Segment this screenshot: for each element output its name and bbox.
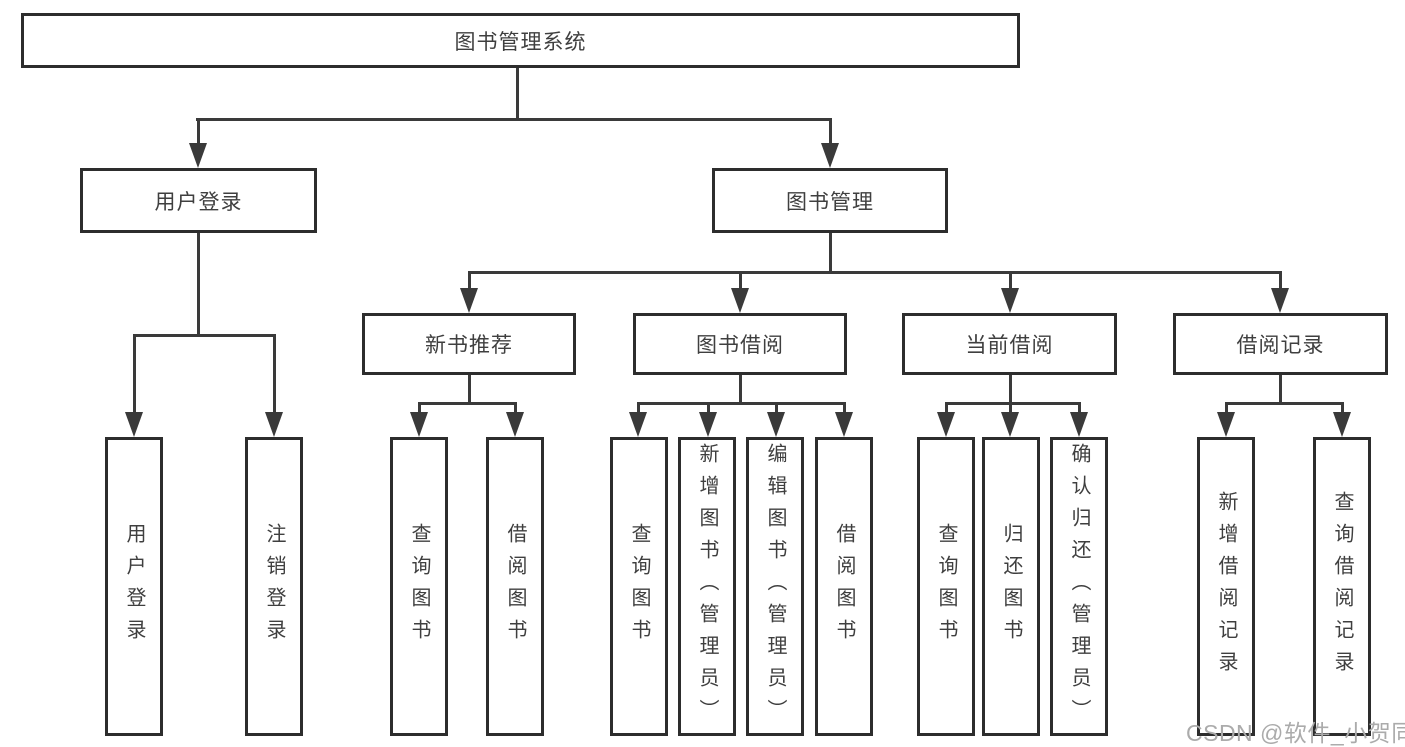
- connector-line: [468, 375, 471, 402]
- connector-line: [945, 402, 1080, 405]
- leaf-confirm-return-admin: 确认归还（管理员）: [1050, 437, 1108, 736]
- connector-line: [637, 402, 845, 405]
- leaf-user-login: 用户登录: [105, 437, 163, 736]
- node-user-login: 用户登录: [80, 168, 317, 233]
- leaf-label: 编辑图书（管理员）: [764, 442, 786, 731]
- connector-line: [197, 118, 200, 143]
- connector-line: [1279, 375, 1282, 402]
- connector-line: [273, 334, 276, 412]
- connector-line: [514, 402, 517, 412]
- arrowhead-down-icon: [1333, 412, 1351, 437]
- connector-line: [843, 402, 846, 412]
- node-system-root: 图书管理系统: [21, 13, 1020, 68]
- connector-line: [739, 271, 742, 288]
- connector-line: [468, 271, 471, 288]
- leaf-label: 查询借阅记录: [1331, 490, 1353, 683]
- node-label: 图书借阅: [696, 334, 784, 357]
- leaf-label: 确认归还（管理员）: [1068, 442, 1090, 731]
- arrowhead-down-icon: [506, 412, 524, 437]
- arrowhead-down-icon: [1001, 288, 1019, 313]
- leaf-query-books: 查询图书: [390, 437, 448, 736]
- connector-line: [775, 402, 778, 412]
- node-borrowing-records: 借阅记录: [1173, 313, 1388, 375]
- leaf-query-books: 查询图书: [610, 437, 668, 736]
- node-book-management: 图书管理: [712, 168, 948, 233]
- node-label: 图书管理: [786, 190, 874, 214]
- node-label: 当前借阅: [965, 334, 1054, 357]
- arrowhead-down-icon: [1217, 412, 1235, 437]
- leaf-query-books: 查询图书: [917, 437, 975, 736]
- leaf-label: 用户登录: [123, 522, 145, 651]
- connector-line: [1279, 271, 1282, 288]
- connector-line: [418, 402, 421, 412]
- leaf-add-borrow-record: 新增借阅记录: [1197, 437, 1255, 736]
- leaf-query-borrow-record: 查询借阅记录: [1313, 437, 1371, 736]
- arrowhead-down-icon: [1070, 412, 1088, 437]
- node-book-borrowing: 图书借阅: [633, 313, 847, 375]
- connector-line: [196, 118, 832, 121]
- node-current-borrowing: 当前借阅: [902, 313, 1117, 375]
- leaf-label: 借阅图书: [504, 522, 526, 651]
- connector-line: [1225, 402, 1343, 405]
- connector-line: [133, 334, 136, 412]
- connector-line: [945, 402, 948, 412]
- leaf-label: 注销登录: [263, 522, 285, 651]
- connector-line: [418, 402, 517, 405]
- connector-line: [468, 271, 1281, 274]
- node-label: 新书推荐: [425, 334, 513, 357]
- connector-line: [1009, 271, 1012, 288]
- arrowhead-down-icon: [821, 143, 839, 168]
- node-label: 图书管理系统: [454, 30, 587, 54]
- arrowhead-down-icon: [460, 288, 478, 313]
- leaf-label: 归还图书: [1000, 522, 1022, 651]
- connector-line: [1225, 402, 1228, 412]
- arrowhead-down-icon: [767, 412, 785, 437]
- leaf-return-books: 归还图书: [982, 437, 1040, 736]
- leaf-label: 新增借阅记录: [1215, 490, 1237, 683]
- arrowhead-down-icon: [699, 412, 717, 437]
- leaf-add-books-admin: 新增图书（管理员）: [678, 437, 736, 736]
- arrowhead-down-icon: [265, 412, 283, 437]
- leaf-borrow-books: 借阅图书: [815, 437, 873, 736]
- connector-line: [829, 233, 832, 271]
- connector-line: [1009, 375, 1012, 402]
- arrowhead-down-icon: [835, 412, 853, 437]
- connector-line: [197, 233, 200, 335]
- arrowhead-down-icon: [629, 412, 647, 437]
- leaf-label: 查询图书: [628, 522, 650, 651]
- connector-line: [707, 402, 710, 412]
- connector-line: [133, 334, 276, 337]
- connector-line: [739, 375, 742, 402]
- csdn-watermark: CSDN @软件_小贺同学: [1186, 720, 1405, 746]
- node-new-book-recommendation: 新书推荐: [362, 313, 576, 375]
- leaf-label: 查询图书: [408, 522, 430, 651]
- arrowhead-down-icon: [410, 412, 428, 437]
- arrowhead-down-icon: [189, 143, 207, 168]
- connector-line: [829, 118, 832, 143]
- leaf-label: 查询图书: [935, 522, 957, 651]
- leaf-edit-books-admin: 编辑图书（管理员）: [746, 437, 804, 736]
- node-label: 借阅记录: [1236, 334, 1325, 357]
- arrowhead-down-icon: [731, 288, 749, 313]
- connector-line: [1009, 402, 1012, 412]
- connector-line: [1341, 402, 1344, 412]
- leaf-label: 借阅图书: [833, 522, 855, 651]
- leaf-borrow-books: 借阅图书: [486, 437, 544, 736]
- connector-line: [637, 402, 640, 412]
- leaf-logout: 注销登录: [245, 437, 303, 736]
- arrowhead-down-icon: [125, 412, 143, 437]
- leaf-label: 新增图书（管理员）: [696, 442, 718, 731]
- arrowhead-down-icon: [1271, 288, 1289, 313]
- arrowhead-down-icon: [1001, 412, 1019, 437]
- connector-line: [516, 68, 519, 120]
- arrowhead-down-icon: [937, 412, 955, 437]
- node-label: 用户登录: [154, 190, 243, 214]
- connector-line: [1078, 402, 1081, 412]
